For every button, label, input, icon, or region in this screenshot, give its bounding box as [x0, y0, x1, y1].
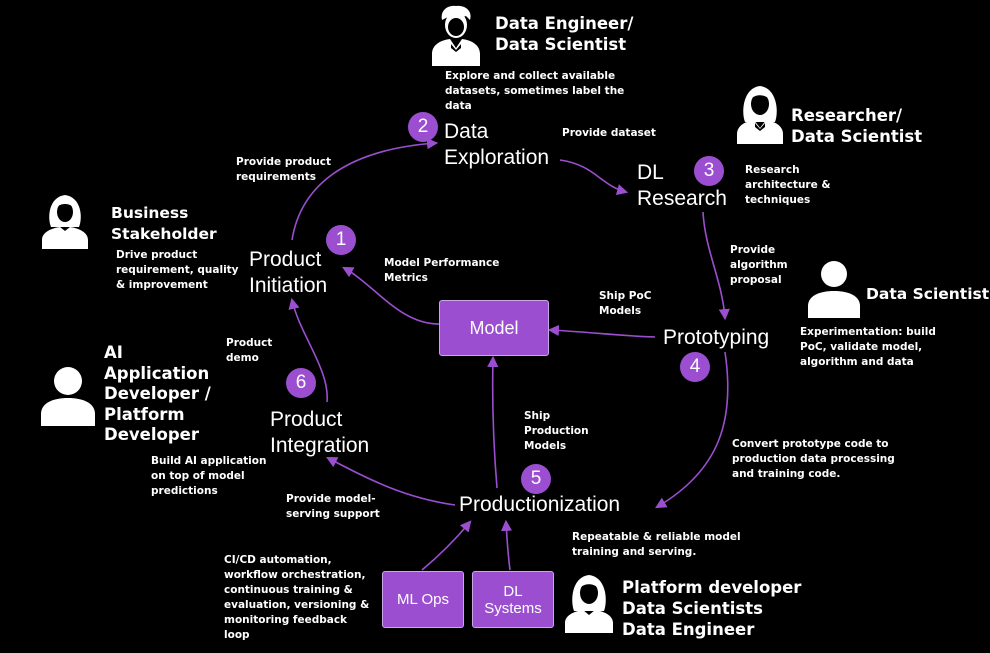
- edge-label-product-demo: Product demo: [226, 337, 273, 364]
- edge-label-ship-poc-models: Ship PoC Models: [599, 290, 652, 317]
- role-researcher-description: Research architecture & techniques: [745, 164, 831, 206]
- arrow-initiation-to-exploration: [291, 138, 439, 241]
- female-person-icon: [735, 82, 785, 144]
- edge-label-model-performance-metrics: Model Performance Metrics: [384, 257, 500, 284]
- arrow-prototyping-to-model: [547, 324, 656, 338]
- role-data-scientist: Data Scientist: [866, 285, 990, 303]
- edge-label-provide-dataset: Provide dataset: [562, 127, 656, 139]
- arrow-integration-to-initiation: [288, 297, 328, 403]
- stage-product-initiation: Product Initiation: [249, 248, 328, 297]
- stage-productionization: Productionization: [459, 493, 621, 516]
- model-box: Model: [439, 300, 549, 356]
- stage-product-integration: Product Integration: [270, 408, 370, 457]
- stage-data-exploration: Data Exploration: [444, 120, 550, 169]
- edge-label-provide-product-requirements: Provide product requirements: [236, 156, 331, 183]
- arrow-mlops-to-productionization: [421, 520, 472, 571]
- stage-dl-research: DL Research: [637, 161, 727, 210]
- arrow-prototyping-to-productionization: [655, 351, 729, 509]
- edge-label-ship-production-models: Ship Production Models: [524, 410, 589, 452]
- arrow-research-to-prototyping: [702, 211, 730, 321]
- stage-number-5: 5: [521, 464, 551, 494]
- stage-prototyping: Prototyping: [663, 326, 770, 349]
- role-app-developer: AI Application Developer / Platform Deve…: [104, 343, 211, 444]
- stage-number-2: 2: [408, 112, 438, 142]
- edge-label-cicd: CI/CD automation, workflow orchestration…: [224, 554, 370, 641]
- person-icon: [38, 364, 98, 428]
- stage-number-1: 1: [326, 225, 356, 255]
- role-researcher: Researcher/ Data Scientist: [791, 106, 923, 146]
- edge-label-convert-prototype-code: Convert prototype code to production dat…: [732, 438, 895, 480]
- role-business-stakeholder: Business Stakeholder: [111, 204, 217, 243]
- male-person-icon: [430, 4, 482, 66]
- edge-label-provide-model-serving: Provide model- serving support: [286, 493, 380, 520]
- arrow-dlsystems-to-productionization: [500, 519, 513, 571]
- ml-ops-box: ML Ops: [382, 571, 464, 628]
- role-app-developer-description: Build AI application on top of model pre…: [151, 455, 267, 497]
- stage-number-3: 3: [694, 156, 724, 186]
- role-data-scientist-description: Experimentation: build PoC, validate mod…: [800, 326, 936, 368]
- arrow-exploration-to-research: [559, 159, 629, 196]
- person-icon: [805, 258, 863, 320]
- dl-systems-box: DL Systems: [472, 571, 554, 628]
- stage-number-4: 4: [680, 352, 710, 382]
- stage-number-6: 6: [286, 368, 316, 398]
- arrow-model-to-initiation: [342, 266, 441, 325]
- role-data-engineer-description: Explore and collect available datasets, …: [445, 70, 625, 112]
- role-data-engineer: Data Engineer/ Data Scientist: [495, 14, 634, 54]
- female-person-icon: [40, 193, 90, 249]
- edge-label-repeatable-reliable: Repeatable & reliable model training and…: [572, 531, 741, 558]
- edge-label-provide-algorithm-proposal: Provide algorithm proposal: [730, 244, 788, 286]
- arrow-productionization-to-integration: [326, 456, 456, 506]
- role-platform: Platform developer Data Scientists Data …: [622, 578, 802, 639]
- arrow-productionization-to-model: [487, 355, 499, 489]
- female-person-icon: [563, 573, 615, 633]
- role-business-description: Drive product requirement, quality & imp…: [116, 249, 239, 291]
